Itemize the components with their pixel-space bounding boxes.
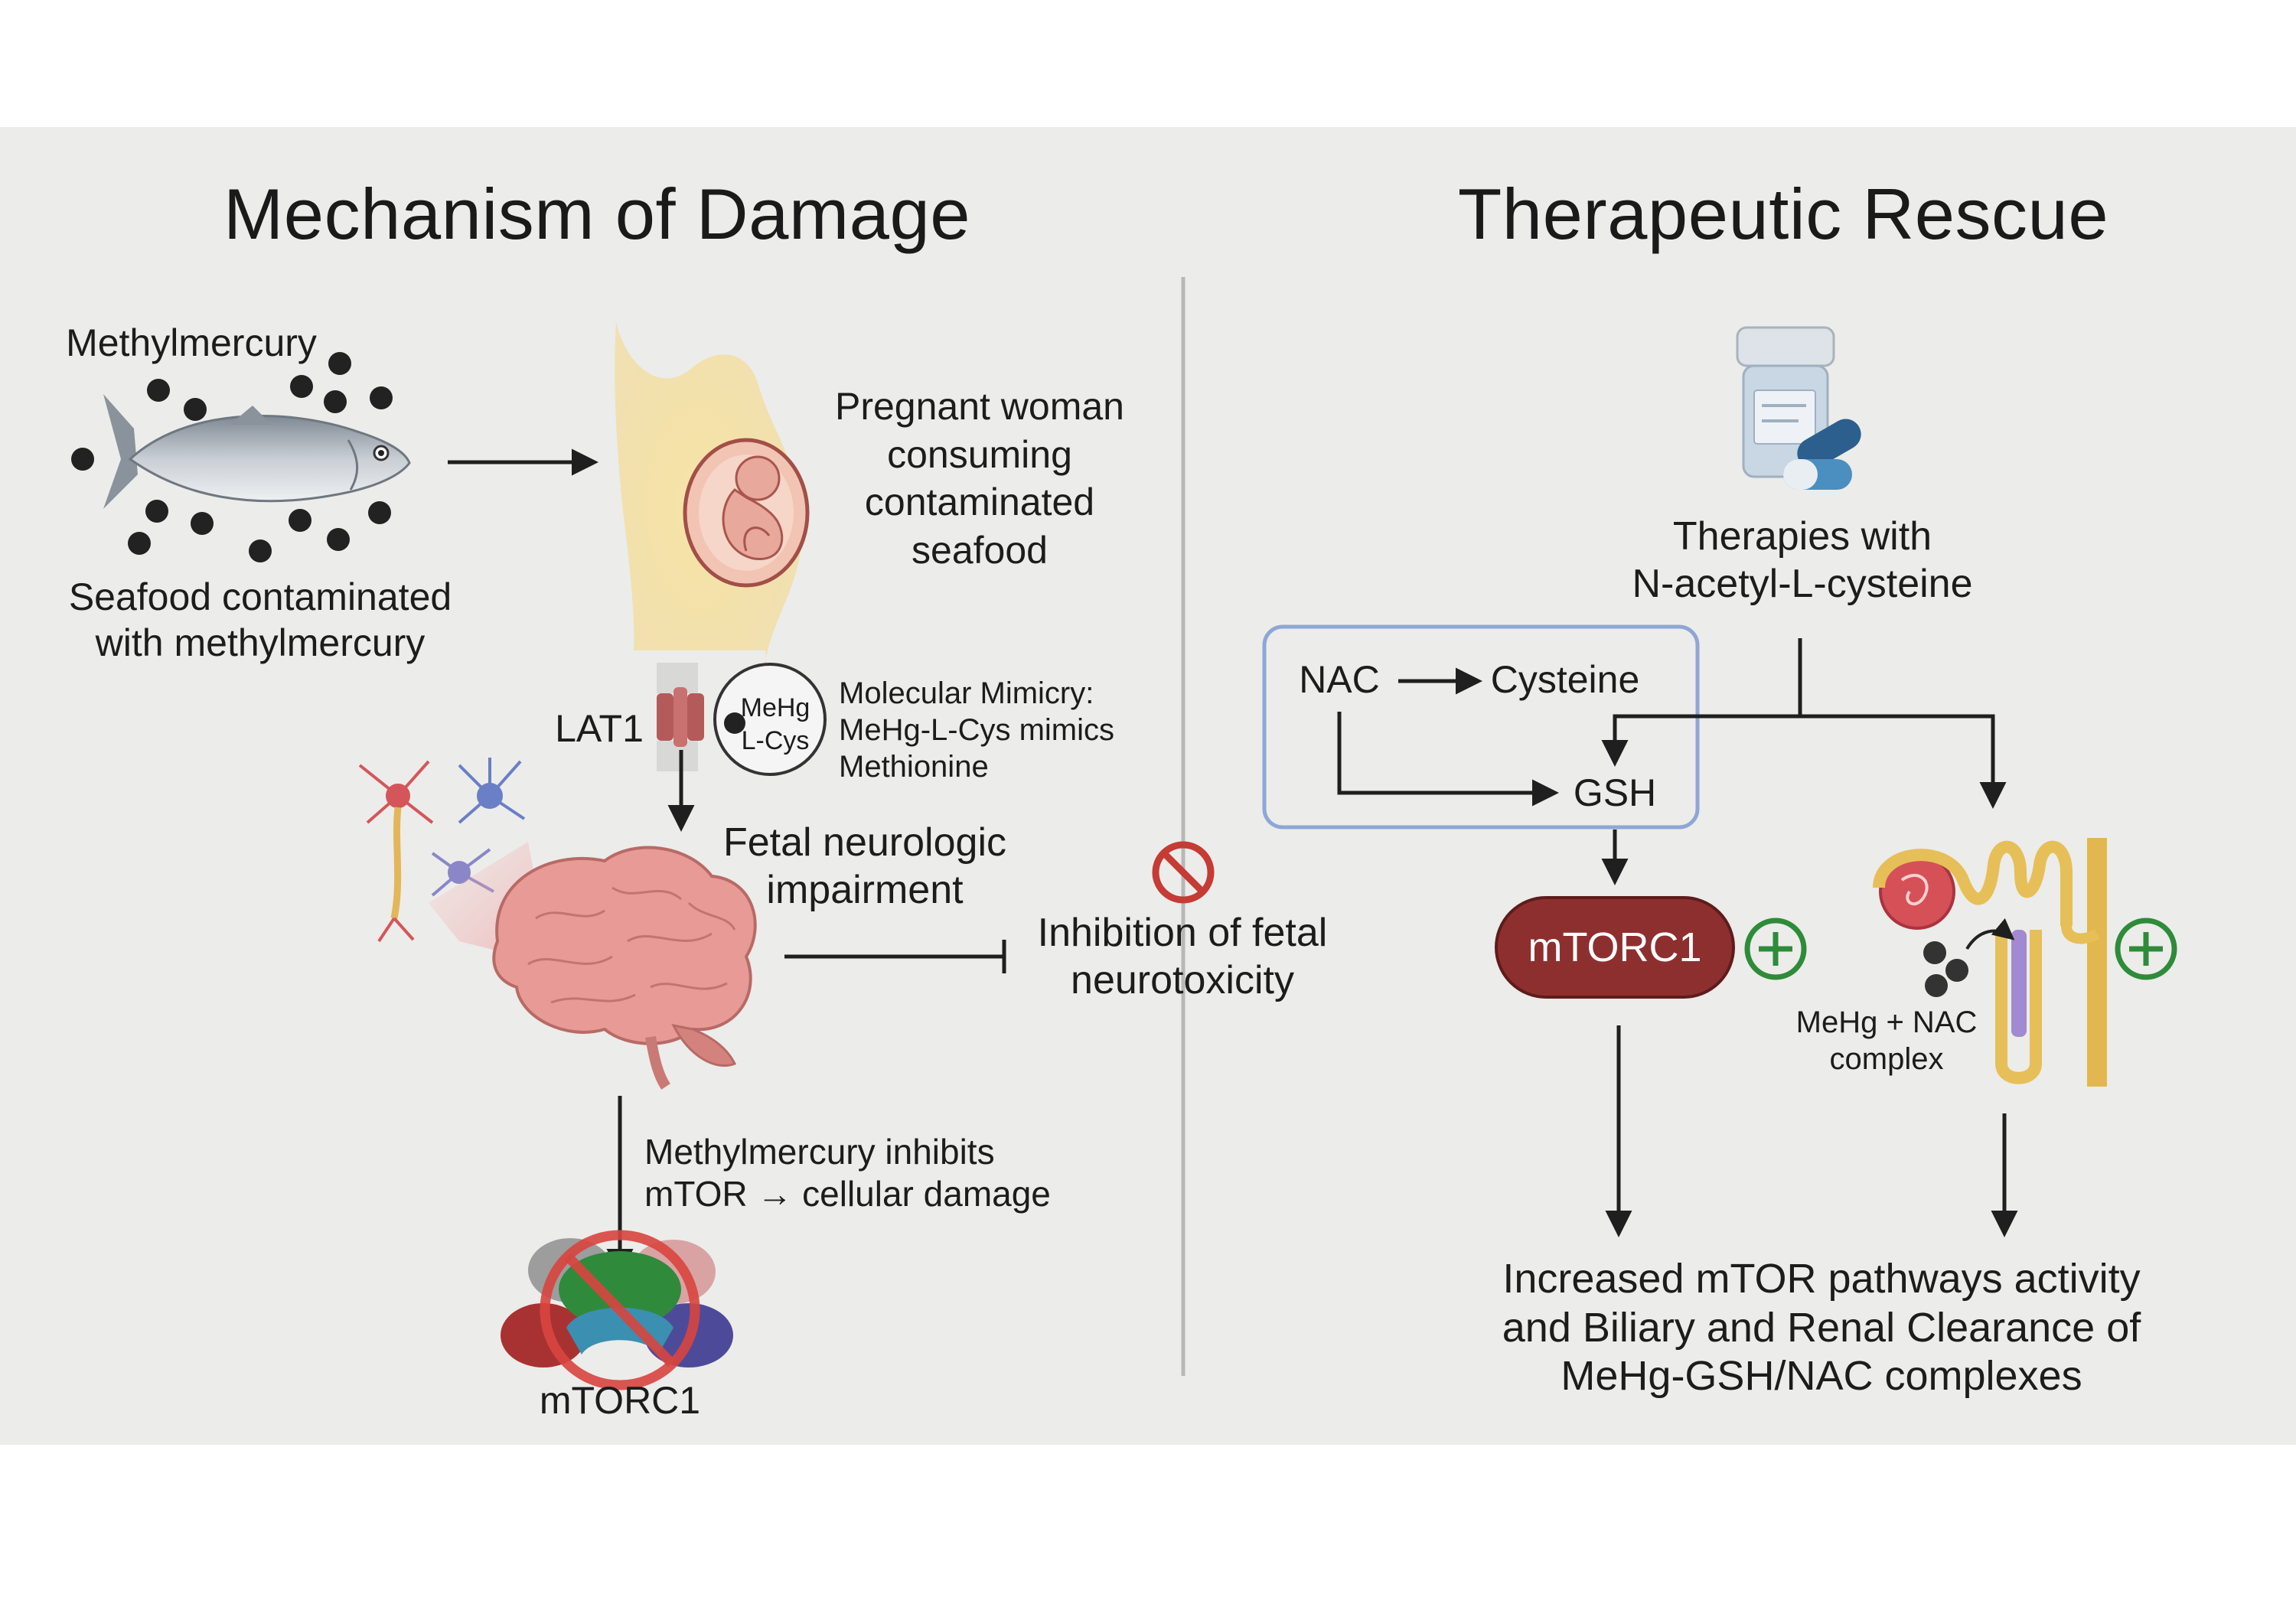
- right-panel-title: Therapeutic Rescue: [1457, 174, 2109, 254]
- left-panel-title: Mechanism of Damage: [223, 174, 971, 254]
- plus-circle-icon-kidney: [2115, 918, 2177, 980]
- mtorc1-active-pill: [1495, 896, 1735, 999]
- therapies-label: Therapies with N-acetyl-L-cysteine: [1632, 514, 1973, 607]
- mtorc1-inhibited-label: mTORC1: [539, 1379, 701, 1422]
- nac-to-gsh-arrow: [1337, 712, 1559, 807]
- nac-pathway-box: [1262, 624, 1700, 830]
- inhibition-label: Inhibition of fetal neurotoxicity: [1037, 911, 1328, 1003]
- pill-bottle-icon: [1736, 326, 1861, 490]
- fish-icon: [103, 394, 411, 509]
- inhibited-mtorc1-icon: [501, 1230, 733, 1390]
- pregnant-woman-icon: [615, 321, 810, 693]
- plus-circle-icon-mtorc1: [1744, 918, 1807, 980]
- lat1-transporter-icon: [657, 663, 704, 771]
- cysteine-label: Cysteine: [1490, 658, 1640, 701]
- seafood-label: Seafood contaminated with methylmercury: [68, 575, 452, 664]
- molecular-mimicry-label: Molecular Mimicry: MeHg-L-Cys mimics Met…: [839, 676, 1114, 784]
- outcome-label: Increased mTOR pathways activity and Bil…: [1502, 1256, 2141, 1400]
- mehg-cys-label: MeHg L-Cys: [740, 693, 810, 755]
- nac-label: NAC: [1299, 658, 1380, 701]
- gsh-label: GSH: [1573, 771, 1657, 814]
- mtor-inhibit-label: Methylmercury inhibits mTOR → cellular d…: [644, 1132, 1051, 1214]
- diagram-background: [0, 127, 2296, 1445]
- mtorc1-active-label: mTORC1: [1528, 924, 1702, 970]
- brain-icon: [492, 846, 757, 1090]
- fetal-impairment-label: Fetal neurologic impairment: [723, 820, 1006, 913]
- mehg-nac-complex-label: MeHg + NAC complex: [1795, 1006, 1978, 1076]
- therapy-to-kidney-arrow: [1800, 714, 2007, 809]
- methylmercury-label: Methylmercury: [66, 321, 317, 364]
- prohibit-icon: [1152, 841, 1215, 904]
- neuron-icon: [358, 758, 526, 943]
- kidney-nephron-icon: [1873, 838, 2107, 1087]
- methylmercury-dots-icon: [71, 352, 393, 562]
- therapy-to-gsh-arrow: [1601, 714, 1800, 767]
- pregnant-woman-label: Pregnant woman consuming contaminated se…: [834, 385, 1124, 572]
- mehg-cys-complex-icon: [713, 663, 827, 776]
- lat1-label: LAT1: [555, 707, 644, 750]
